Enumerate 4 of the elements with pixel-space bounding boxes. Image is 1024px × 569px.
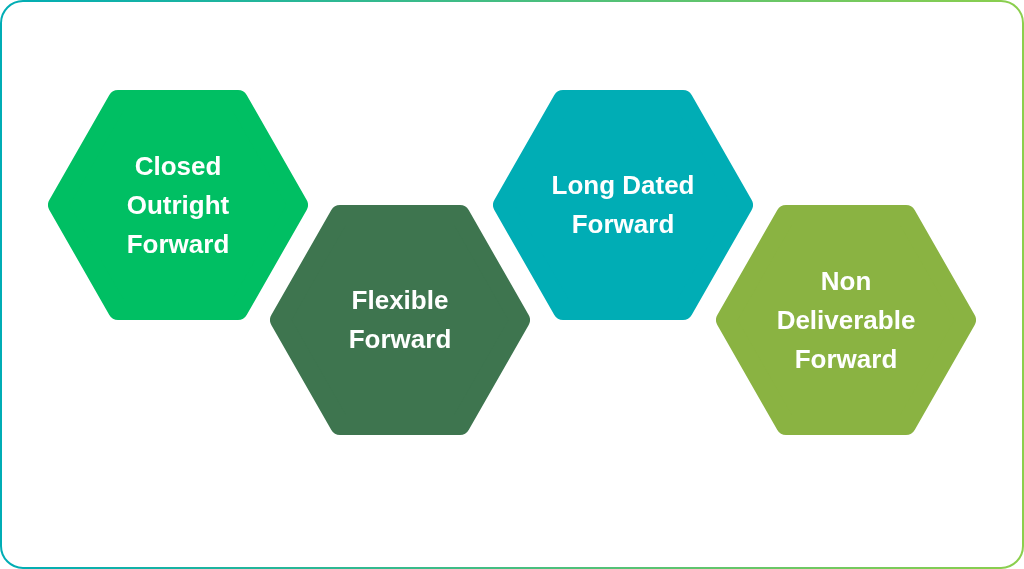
category-label: Non Deliverable Forward	[775, 264, 917, 376]
category-label: Long Dated Forward	[550, 169, 696, 241]
category-label: Closed Outright Forward	[125, 149, 231, 261]
category-label: Flexible Forward	[347, 284, 453, 356]
